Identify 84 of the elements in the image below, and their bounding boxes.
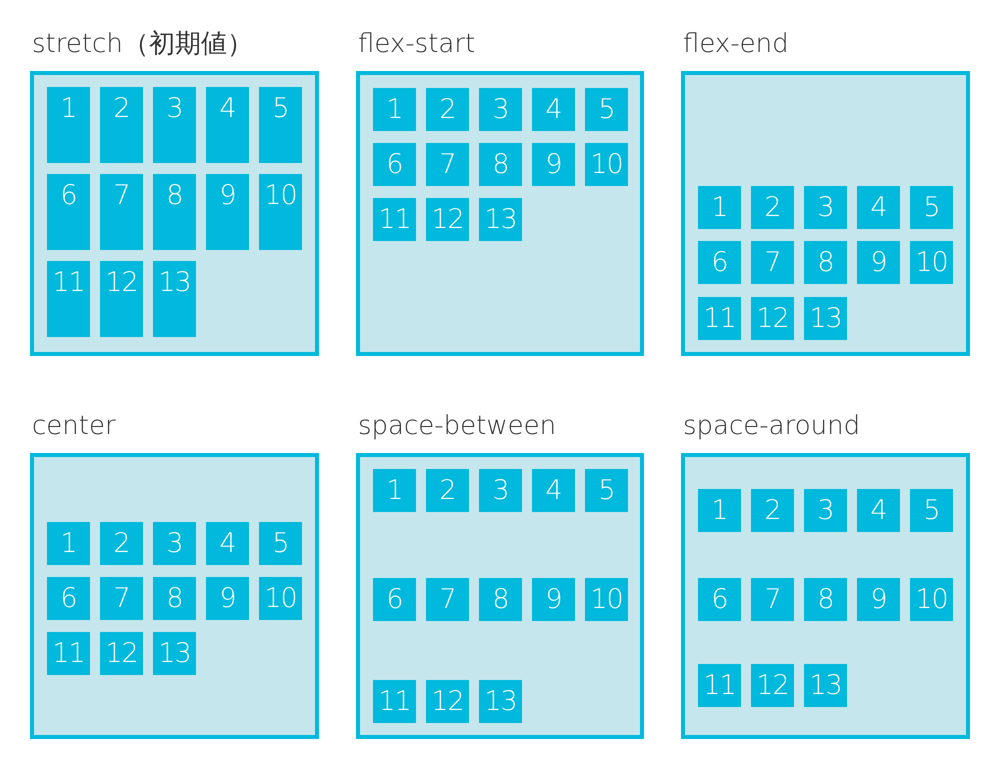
flex-item: 4 <box>206 87 249 163</box>
flex-item: 9 <box>857 578 900 621</box>
panel-heading: center <box>32 410 116 442</box>
flex-item: 7 <box>100 577 143 620</box>
flex-item: 10 <box>259 577 302 620</box>
flex-item: 8 <box>153 174 196 250</box>
panel-heading: space-between <box>358 410 556 442</box>
flex-item: 3 <box>804 186 847 229</box>
flex-item: 11 <box>698 664 741 707</box>
flex-item: 2 <box>426 469 469 512</box>
flex-item: 10 <box>585 143 628 186</box>
flex-item: 11 <box>373 198 416 241</box>
flex-item: 6 <box>698 578 741 621</box>
flex-item: 9 <box>532 578 575 621</box>
flex-item: 8 <box>804 578 847 621</box>
flex-item: 2 <box>751 489 794 532</box>
flex-item: 13 <box>804 297 847 340</box>
flex-item: 3 <box>479 469 522 512</box>
flex-item: 5 <box>259 87 302 163</box>
flex-item: 1 <box>47 522 90 565</box>
flex-item: 7 <box>100 174 143 250</box>
flex-item: 1 <box>698 489 741 532</box>
flex-item: 12 <box>100 632 143 675</box>
flex-item: 10 <box>910 241 953 284</box>
flex-item: 2 <box>100 87 143 163</box>
flex-item: 1 <box>373 469 416 512</box>
flex-item: 9 <box>206 174 249 250</box>
flex-item: 13 <box>479 680 522 723</box>
flex-item: 2 <box>426 88 469 131</box>
flex-item: 7 <box>751 578 794 621</box>
flex-item: 9 <box>206 577 249 620</box>
flex-item: 7 <box>751 241 794 284</box>
panel-heading: space-around <box>683 410 860 442</box>
flex-item: 11 <box>373 680 416 723</box>
flex-item: 6 <box>373 143 416 186</box>
flex-item: 12 <box>751 297 794 340</box>
flex-item: 4 <box>857 489 900 532</box>
flex-item: 13 <box>479 198 522 241</box>
flex-item: 12 <box>426 198 469 241</box>
flex-item: 7 <box>426 143 469 186</box>
flex-item: 8 <box>479 143 522 186</box>
flex-item: 9 <box>857 241 900 284</box>
panel-heading: flex-start <box>358 28 476 60</box>
flex-item: 3 <box>804 489 847 532</box>
flex-item: 10 <box>910 578 953 621</box>
flex-item: 13 <box>153 632 196 675</box>
flex-item: 8 <box>479 578 522 621</box>
flex-item: 6 <box>47 577 90 620</box>
flex-item: 2 <box>100 522 143 565</box>
flex-item: 11 <box>47 261 90 337</box>
flex-item: 11 <box>47 632 90 675</box>
flex-item: 1 <box>698 186 741 229</box>
flex-item: 4 <box>857 186 900 229</box>
flex-item: 6 <box>698 241 741 284</box>
flex-item: 5 <box>585 88 628 131</box>
panel-heading: flex-end <box>683 28 789 60</box>
flex-item: 12 <box>751 664 794 707</box>
flex-item: 6 <box>373 578 416 621</box>
flex-item: 5 <box>910 186 953 229</box>
flex-item: 13 <box>153 261 196 337</box>
flex-item: 7 <box>426 578 469 621</box>
flex-item: 4 <box>532 88 575 131</box>
flex-item: 6 <box>47 174 90 250</box>
flex-item: 4 <box>206 522 249 565</box>
flex-item: 12 <box>100 261 143 337</box>
panel-heading: stretch（初期値） <box>32 28 253 60</box>
flex-item: 11 <box>698 297 741 340</box>
flex-item: 4 <box>532 469 575 512</box>
flex-item: 8 <box>804 241 847 284</box>
flex-item: 3 <box>479 88 522 131</box>
flex-item: 12 <box>426 680 469 723</box>
flex-item: 9 <box>532 143 575 186</box>
flex-item: 5 <box>259 522 302 565</box>
flex-item: 10 <box>259 174 302 250</box>
flex-item: 5 <box>910 489 953 532</box>
flex-item: 3 <box>153 522 196 565</box>
flex-item: 10 <box>585 578 628 621</box>
flex-item: 13 <box>804 664 847 707</box>
flex-item: 1 <box>47 87 90 163</box>
flex-item: 8 <box>153 577 196 620</box>
flex-item: 2 <box>751 186 794 229</box>
flex-item: 5 <box>585 469 628 512</box>
flex-item: 3 <box>153 87 196 163</box>
flex-item: 1 <box>373 88 416 131</box>
